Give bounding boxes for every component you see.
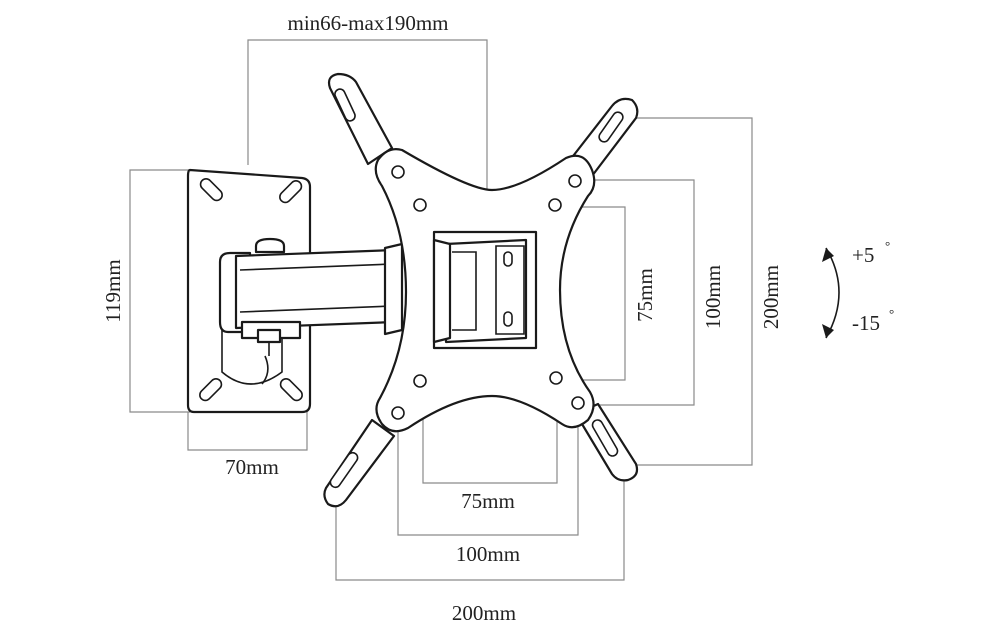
vesa-hole-75-bottom-right	[549, 371, 563, 385]
tilt-bracket	[432, 230, 538, 350]
vesa-hole-75-top-right	[548, 198, 562, 212]
vesa-hole-100-bottom-right	[571, 396, 585, 410]
label-wall-plate-height: 119mm	[101, 259, 125, 322]
label-tilt-down: -15	[852, 311, 880, 335]
vesa-slot-200-bottom-left	[329, 451, 359, 489]
label-tilt-up-degree: °	[885, 238, 890, 253]
label-vesa-75-vertical: 75mm	[633, 268, 657, 322]
tilt-arrow-icon	[822, 247, 840, 339]
vesa-hole-75-top-left	[413, 198, 427, 212]
wall-plate-slot	[279, 378, 303, 402]
label-vesa-100-horizontal: 100mm	[456, 542, 520, 566]
label-vesa-200-horizontal: 200mm	[452, 601, 516, 625]
label-arm-extension: min66-max190mm	[288, 11, 449, 35]
label-vesa-75-horizontal: 75mm	[461, 489, 515, 513]
vesa-hole-100-top-left	[391, 165, 405, 179]
vesa-slot-200-top-right	[598, 111, 624, 143]
vesa-hole-100-top-right	[568, 174, 582, 188]
vesa-slot-200-top-left	[334, 88, 356, 122]
wall-plate-slot	[199, 178, 223, 202]
label-tilt-up: +5	[852, 243, 874, 267]
label-vesa-200-vertical: 200mm	[759, 265, 783, 329]
vesa-hole-75-bottom-left	[413, 374, 427, 388]
wall-plate-slot	[279, 180, 303, 204]
wall-plate-slot	[199, 378, 223, 402]
vesa-plate	[323, 72, 639, 508]
vesa-hole-100-bottom-left	[391, 406, 405, 420]
vesa-slot-200-bottom-right	[591, 419, 619, 457]
label-vesa-100-vertical: 100mm	[701, 265, 725, 329]
dimension-labels: min66-max190mm 119mm 70mm 75mm 100mm 200…	[101, 11, 894, 625]
swivel-arm	[218, 237, 404, 356]
dimension-lines	[129, 39, 753, 581]
label-wall-plate-width: 70mm	[225, 455, 279, 479]
label-tilt-down-degree: °	[889, 306, 894, 321]
